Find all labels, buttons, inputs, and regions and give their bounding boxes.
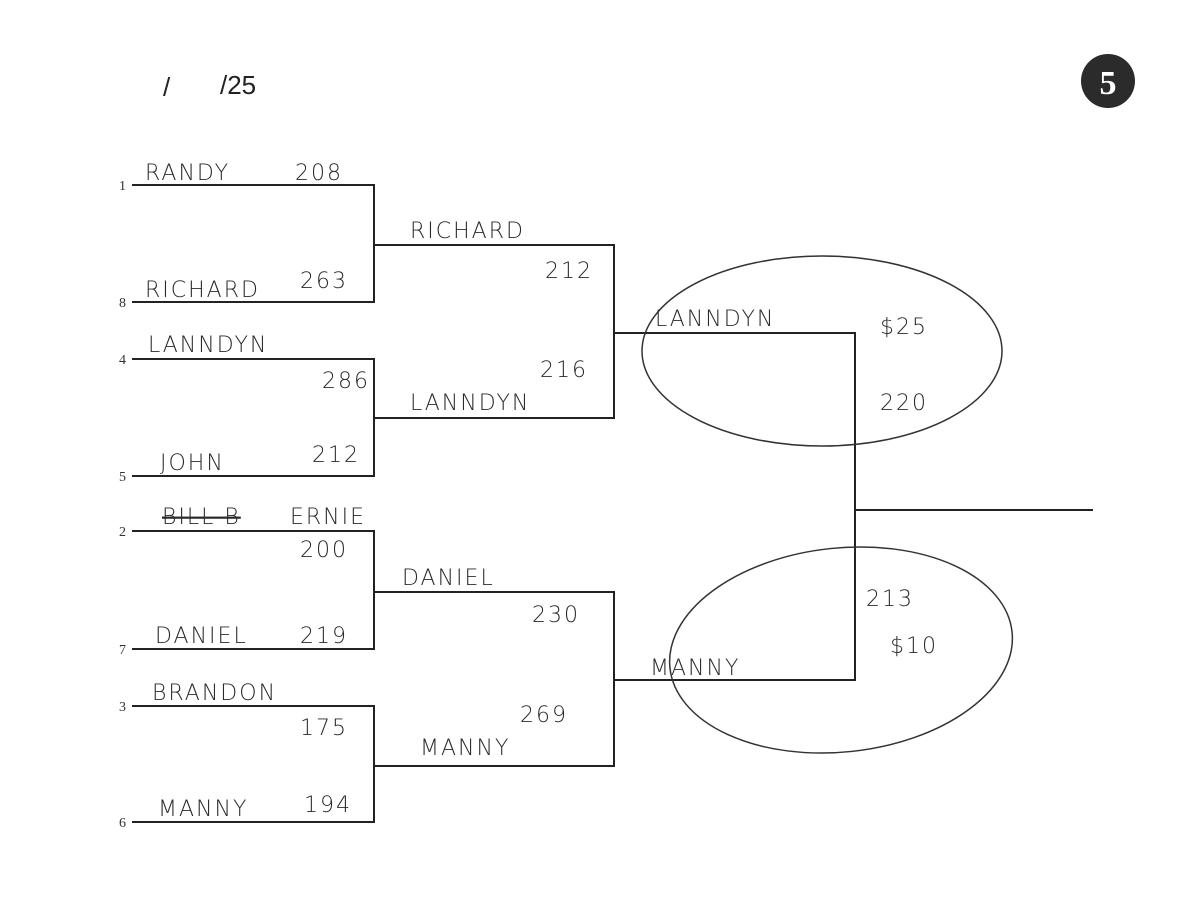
player-name: RICHARD — [145, 278, 260, 303]
round1-lines — [132, 184, 1093, 823]
player-name: ERNIE — [290, 505, 366, 530]
player-score: 208 — [295, 161, 343, 186]
struck-name: BILL B — [162, 505, 241, 530]
player-name: LANNDYN — [148, 333, 268, 358]
player-score: 194 — [304, 793, 352, 818]
highlight-circle-1 — [641, 255, 1003, 447]
player-name: DANIEL — [402, 566, 495, 591]
prize-amount: $25 — [880, 315, 928, 340]
player-name: RICHARD — [410, 219, 525, 244]
player-score: 219 — [300, 624, 348, 649]
player-score: 216 — [540, 358, 588, 383]
seed-label: 4 — [119, 353, 126, 368]
player-name: BRANDON — [152, 681, 277, 706]
seed-label: 3 — [119, 700, 126, 715]
player-name: JOHN — [160, 451, 225, 476]
seed-label: 1 — [119, 179, 126, 194]
player-score: 269 — [520, 703, 568, 728]
player-name: DANIEL — [155, 624, 248, 649]
player-name: RANDY — [145, 161, 230, 186]
player-score: 175 — [300, 716, 348, 741]
date-year: /25 — [220, 70, 256, 100]
seed-label: 2 — [119, 525, 126, 540]
page-number-badge — [1081, 54, 1135, 108]
seed-label: 7 — [119, 643, 126, 658]
highlight-circle-2 — [668, 546, 1014, 754]
player-score: 263 — [300, 269, 348, 294]
player-name: MANNY — [420, 736, 510, 761]
player-name: MANNY — [650, 656, 740, 681]
player-score: 220 — [880, 391, 928, 416]
seed-label: 8 — [119, 296, 126, 311]
player-score: 230 — [532, 603, 580, 628]
player-score: 286 — [322, 369, 370, 394]
player-score: 213 — [866, 587, 914, 612]
date-slash: / — [163, 72, 171, 102]
seed-label: 6 — [119, 816, 126, 831]
player-score: 212 — [312, 443, 360, 468]
player-score: 200 — [300, 538, 348, 563]
player-name: MANNY — [158, 797, 248, 822]
player-name: LANNDYN — [655, 307, 775, 332]
seed-label: 5 — [119, 470, 126, 485]
prize-amount: $10 — [890, 634, 938, 659]
page-number: 5 — [1100, 65, 1117, 102]
player-name: LANNDYN — [410, 391, 530, 416]
player-score: 212 — [545, 259, 593, 284]
